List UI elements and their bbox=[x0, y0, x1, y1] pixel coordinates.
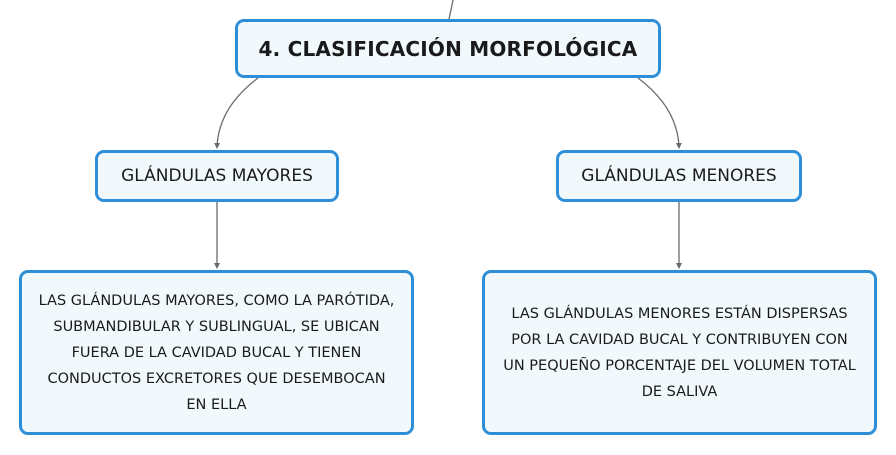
node-menores-detail-text: LAS GLÁNDULAS MENORES ESTÁN DISPERSAS PO… bbox=[503, 305, 856, 400]
node-mayores-detail[interactable]: LAS GLÁNDULAS MAYORES, COMO LA PARÓTIDA,… bbox=[19, 270, 414, 435]
root-node-label: 4. CLASIFICACIÓN MORFOLÓGICA bbox=[258, 36, 638, 61]
connector-root-to-mayores bbox=[214, 77, 259, 149]
connector-incoming-root bbox=[448, 0, 454, 20]
node-menores-detail[interactable]: LAS GLÁNDULAS MENORES ESTÁN DISPERSAS PO… bbox=[482, 270, 877, 435]
node-glandulas-menores[interactable]: GLÁNDULAS MENORES bbox=[556, 150, 802, 202]
connector-root-to-menores bbox=[637, 77, 682, 149]
node-glandulas-menores-label: GLÁNDULAS MENORES bbox=[581, 166, 777, 186]
node-glandulas-mayores-label: GLÁNDULAS MAYORES bbox=[121, 166, 313, 186]
root-node[interactable]: 4. CLASIFICACIÓN MORFOLÓGICA bbox=[235, 19, 661, 78]
node-glandulas-mayores[interactable]: GLÁNDULAS MAYORES bbox=[95, 150, 339, 202]
node-mayores-detail-text: LAS GLÁNDULAS MAYORES, COMO LA PARÓTIDA,… bbox=[38, 292, 395, 413]
